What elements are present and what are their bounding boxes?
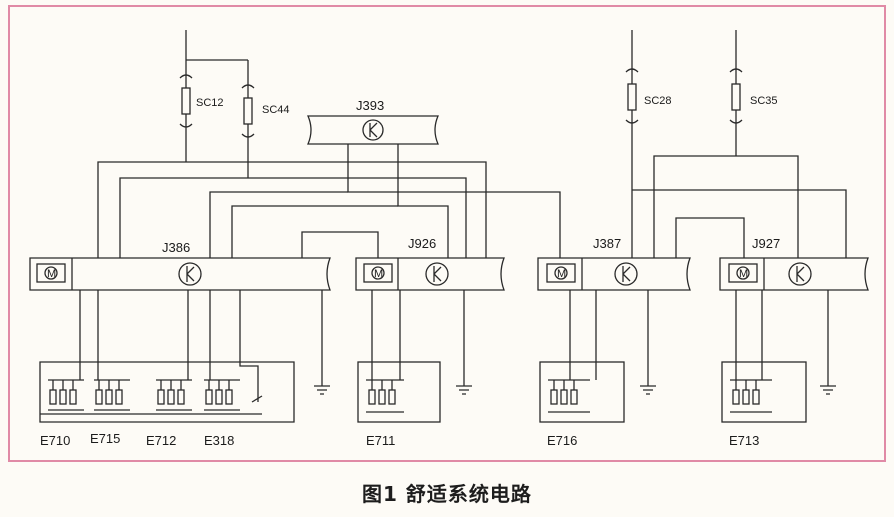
module-label-j386: J386: [162, 240, 190, 255]
switch-block-e711: E711: [357, 290, 441, 448]
switch-e715: [94, 379, 130, 411]
switch-label-e318: E318: [204, 433, 234, 448]
switch-e712: [156, 379, 192, 411]
fuse-label-sc44: SC44: [262, 104, 290, 116]
switch-block-e713: E713: [721, 290, 807, 448]
module-label-j393: J393: [356, 98, 384, 113]
svg-text:M: M: [47, 268, 56, 280]
fuse-label-sc35: SC35: [750, 95, 778, 107]
svg-text:M: M: [739, 268, 748, 280]
module-j926: M J926: [355, 236, 505, 291]
module-j387: M J387: [537, 236, 691, 291]
diagram-frame: [8, 5, 886, 462]
switch-label-e711: E711: [366, 433, 395, 448]
switch-e318: [204, 379, 263, 411]
switch-label-e716: E716: [547, 433, 577, 448]
fuse-label-sc12: SC12: [196, 97, 224, 109]
svg-text:M: M: [374, 268, 383, 280]
switch-label-e712: E712: [146, 433, 176, 448]
fuse-sc28: SC28: [625, 30, 672, 258]
switch-label-e715: E715: [90, 431, 120, 446]
module-label-j926: J926: [408, 236, 436, 251]
module-j393: J393: [307, 98, 439, 145]
module-j386: M J386: [29, 240, 331, 291]
fuse-label-sc28: SC28: [644, 95, 672, 107]
switch-label-e710: E710: [40, 433, 70, 448]
module-label-j927: J927: [752, 236, 780, 251]
switch-label-e713: E713: [729, 433, 759, 448]
switch-block-e716: E716: [539, 290, 625, 448]
ground-symbols: [314, 290, 836, 395]
fuse-sc44: SC44: [241, 60, 290, 178]
module-j927: M J927: [719, 236, 869, 291]
switch-block-left: E710 E715 E712 E318: [39, 290, 295, 448]
switch-e710: [48, 379, 84, 411]
bus-wiring: [97, 144, 847, 258]
fuse-sc12: SC12: [179, 30, 224, 162]
figure-caption: 图1 舒适系统电路: [362, 482, 532, 506]
module-label-j387: J387: [593, 236, 621, 251]
fuse-sc35: SC35: [729, 30, 778, 156]
circuit-diagram: SC12 SC44 SC28 SC35 J3: [8, 5, 886, 462]
svg-text:M: M: [557, 268, 566, 280]
